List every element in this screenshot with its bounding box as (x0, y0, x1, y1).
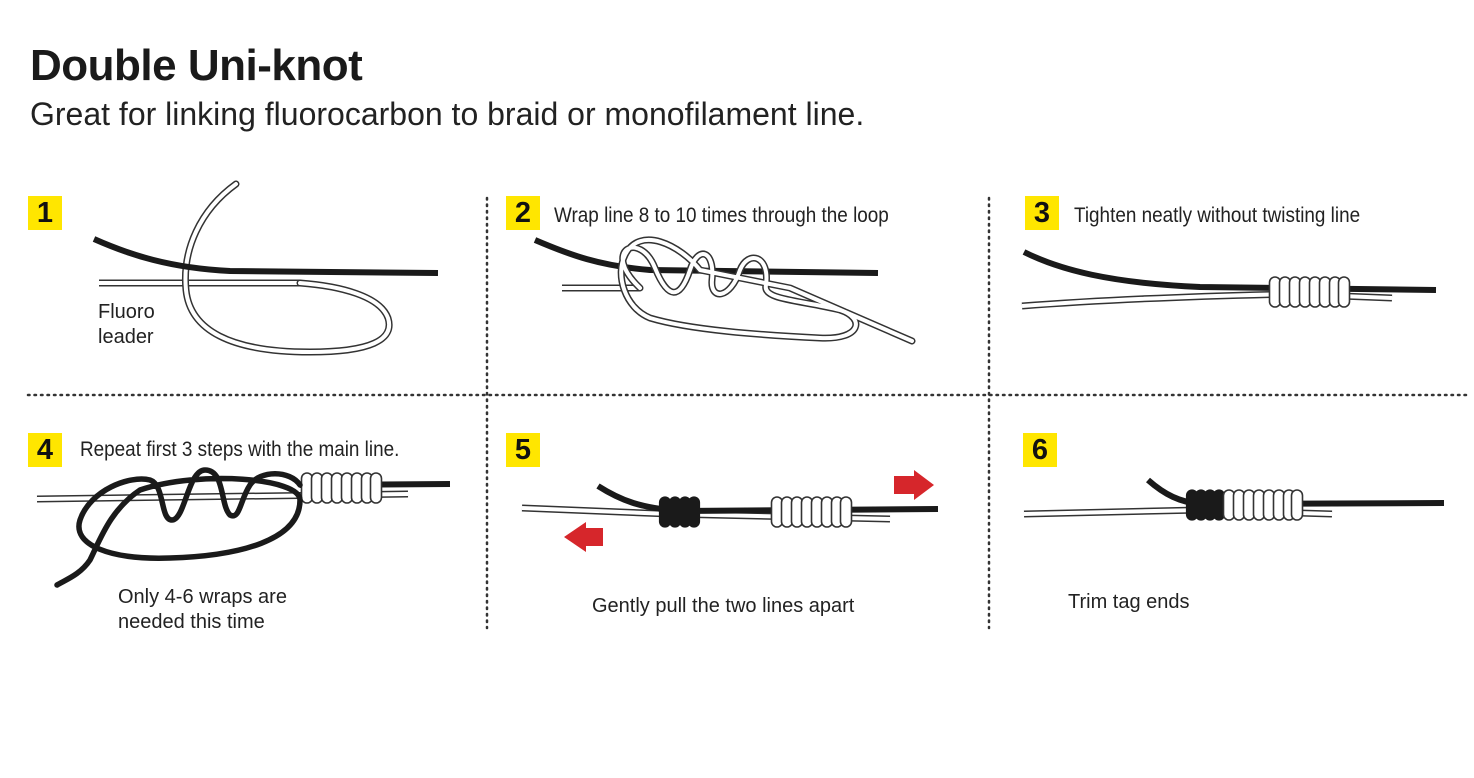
step-1-note: Fluoro leader (98, 300, 155, 350)
step-2-badge: 2 (506, 196, 540, 230)
step-3-text: Tighten neatly without twisting line (1074, 204, 1361, 227)
step-2-leader-wraps (617, 236, 916, 345)
step-4-main-line-wraps (54, 467, 303, 588)
step-6-white-coils (1222, 489, 1304, 521)
step-1-note-line-2: leader (98, 326, 154, 348)
step-2-main-line (533, 237, 879, 276)
step-1-note-line-1: Fluoro (98, 301, 155, 323)
step-6-note: Trim tag ends (1068, 590, 1190, 615)
step-6-leader (1023, 506, 1333, 518)
step-3-illustration (1021, 249, 1437, 310)
page-subtitle: Great for linking fluorocarbon to braid … (30, 96, 865, 132)
step-5-main-line (596, 483, 939, 515)
step-6-main-line (1146, 477, 1445, 508)
step-1-main-line (92, 236, 439, 276)
step-6-black-coils (1185, 489, 1226, 521)
step-4-badge: 4 (28, 433, 62, 467)
step-2-text: Wrap line 8 to 10 times through the loop (554, 204, 889, 227)
step-5-leader (521, 504, 891, 523)
step-4-main-line-right (299, 481, 451, 488)
step-6-badge: 6 (1023, 433, 1057, 467)
step-1-leader-loop (181, 180, 393, 356)
step-6-illustration (1023, 477, 1445, 521)
grid-dividers (26, 196, 1468, 630)
step-4-illustration (36, 467, 451, 588)
step-5-arrow-right-icon (894, 470, 934, 500)
step-5-note: Gently pull the two lines apart (592, 594, 854, 619)
step-1-badge: 1 (28, 196, 62, 230)
step-5-white-coils (770, 496, 853, 528)
step-4-note-line-2: needed this time (118, 611, 265, 633)
step-4-note-line-1: Only 4-6 wraps are (118, 586, 287, 608)
step-3-badge: 3 (1025, 196, 1059, 230)
step-5-badge: 5 (506, 433, 540, 467)
step-4-text: Repeat first 3 steps with the main line. (80, 438, 400, 461)
step-5-illustration (521, 470, 939, 552)
step-4-leader (36, 490, 409, 503)
step-5-arrow-left-icon (564, 522, 603, 552)
step-3-leader (1021, 290, 1393, 310)
step-2-illustration (533, 236, 916, 345)
step-3-main-line (1022, 249, 1437, 293)
step-4-coils (300, 472, 383, 504)
step-6-note-line-1: Trim tag ends (1068, 591, 1190, 613)
step-4-note: Only 4-6 wraps are needed this time (118, 585, 287, 635)
step-5-black-coils (658, 496, 701, 528)
step-3-coils (1268, 276, 1351, 308)
step-5-note-line-1: Gently pull the two lines apart (592, 595, 855, 617)
page-title: Double Uni-knot (30, 41, 363, 90)
